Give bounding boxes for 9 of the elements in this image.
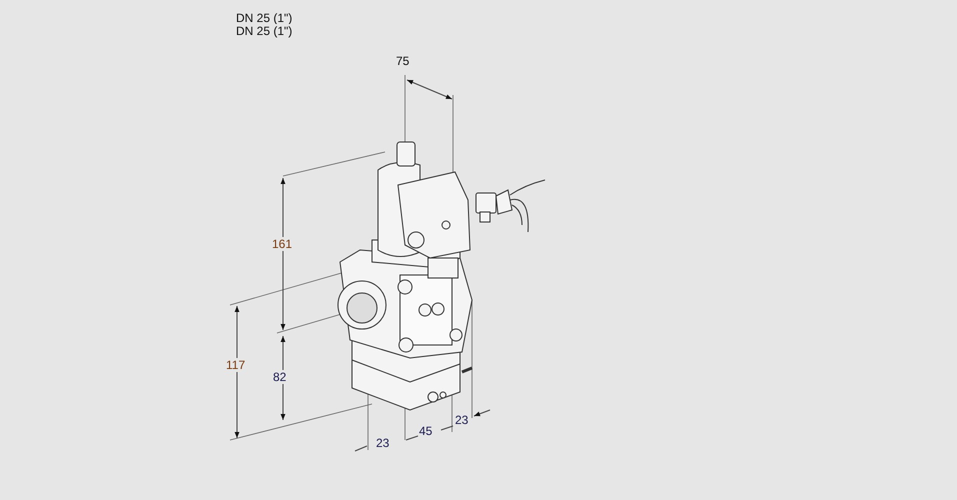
dimension-value: 161 bbox=[272, 237, 292, 251]
dimension-value: 23 bbox=[455, 413, 468, 427]
dimension-value: 117 bbox=[226, 358, 246, 372]
dimension-value: 82 bbox=[273, 370, 286, 384]
dimension-value: 23 bbox=[376, 436, 390, 450]
dimension-value: 75 bbox=[396, 54, 410, 68]
nominal-size-label: DN 25 (1") bbox=[236, 24, 292, 38]
nominal-size-label: DN 25 (1") bbox=[236, 11, 292, 25]
dimension-value: 45 bbox=[419, 424, 432, 438]
